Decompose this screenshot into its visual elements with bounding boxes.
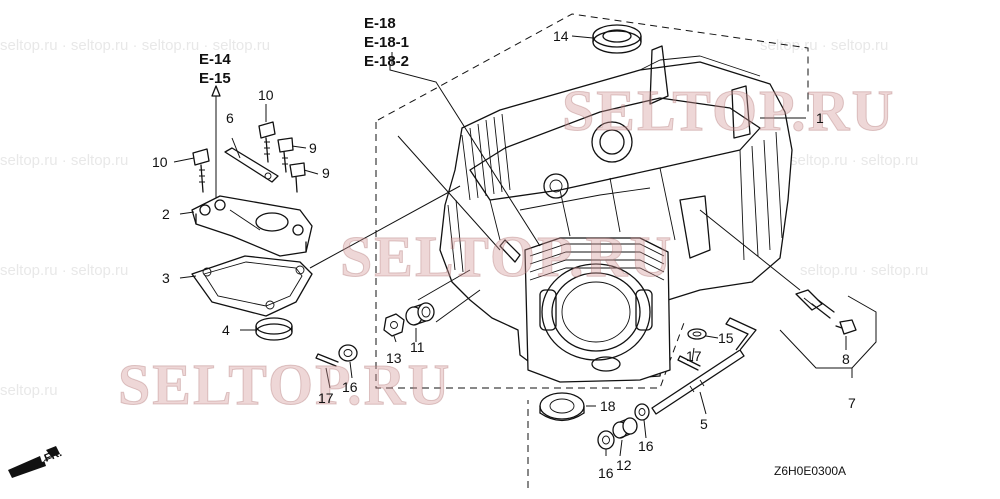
callout-13: 13 bbox=[386, 350, 402, 366]
callout-3: 3 bbox=[162, 270, 170, 286]
collar-12[interactable] bbox=[612, 417, 638, 439]
svg-text:seltop.ru · seltop.ru: seltop.ru · seltop.ru bbox=[790, 152, 918, 169]
svg-text:seltop.ru · seltop.ru: seltop.ru · seltop.ru bbox=[800, 262, 928, 279]
breather-reed-6[interactable] bbox=[224, 147, 279, 183]
assembly-boundary bbox=[375, 13, 809, 389]
callout-8: 8 bbox=[842, 351, 850, 367]
watermark-top: SELTOP.RU bbox=[562, 78, 895, 143]
cylinder-block[interactable] bbox=[439, 45, 793, 383]
nut-13[interactable] bbox=[383, 313, 405, 337]
callout-4: 4 bbox=[222, 322, 230, 338]
svg-text:seltop.ru: seltop.ru bbox=[0, 382, 58, 399]
flange-bolt-10-upper[interactable] bbox=[258, 121, 276, 163]
oil-seal-14[interactable] bbox=[592, 24, 642, 54]
callout-16-left: 16 bbox=[342, 379, 358, 395]
clip-17-right[interactable] bbox=[677, 355, 701, 371]
callout-6: 6 bbox=[226, 110, 234, 126]
callout-16-bottom: 16 bbox=[598, 465, 614, 481]
svg-text:seltop.ru · seltop.ru: seltop.ru · seltop.ru bbox=[760, 37, 888, 54]
flange-bolt-10-left[interactable] bbox=[192, 148, 210, 193]
svg-text:seltop.ru · seltop.ru · seltop: seltop.ru · seltop.ru · seltop.ru · selt… bbox=[0, 37, 270, 54]
front-label: FR. bbox=[43, 447, 64, 465]
callout-14: 14 bbox=[553, 28, 569, 44]
callout-9-a: 9 bbox=[309, 140, 317, 156]
ref-e18-1: E-18-1 bbox=[364, 34, 409, 51]
callout-17-left: 17 bbox=[318, 390, 334, 406]
callout-16-right: 16 bbox=[638, 438, 654, 454]
oil-level-switch-7[interactable] bbox=[795, 289, 835, 319]
flange-bolt-9-b[interactable] bbox=[289, 162, 306, 193]
washer-16-left[interactable] bbox=[338, 344, 358, 362]
callout-10-left: 10 bbox=[152, 154, 168, 170]
ref-e15: E-15 bbox=[199, 70, 231, 87]
bracket-7 bbox=[779, 295, 877, 369]
callout-11: 11 bbox=[410, 339, 425, 355]
background-watermark-strips: seltop.ru · seltop.ru · seltop.ru · selt… bbox=[0, 37, 928, 399]
callout-2: 2 bbox=[162, 206, 170, 222]
callout-7: 7 bbox=[848, 395, 856, 411]
leader-lines bbox=[173, 35, 853, 457]
callout-18: 18 bbox=[600, 398, 616, 414]
front-direction-arrow-icon bbox=[8, 446, 60, 478]
collar-11[interactable] bbox=[405, 302, 435, 326]
plug-cap-4[interactable] bbox=[255, 317, 293, 341]
ref-e18: E-18 bbox=[364, 15, 396, 32]
watermark-bottom: SELTOP.RU bbox=[118, 352, 451, 417]
breather-cover-2[interactable] bbox=[191, 195, 313, 257]
ref-e18-2: E-18-2 bbox=[364, 53, 409, 70]
callout-9-b: 9 bbox=[322, 165, 330, 181]
clip-17-left[interactable] bbox=[315, 353, 339, 367]
callout-17-right: 17 bbox=[686, 348, 702, 364]
flange-bolt-9-a[interactable] bbox=[277, 137, 294, 173]
breather-gasket-3[interactable] bbox=[191, 255, 313, 317]
governor-shaft-5[interactable] bbox=[651, 317, 757, 415]
bolt-8[interactable] bbox=[835, 319, 857, 335]
diagram-code: Z6H0E0300A bbox=[774, 464, 846, 478]
washer-16-right[interactable] bbox=[634, 403, 650, 421]
svg-text:seltop.ru · seltop.ru: seltop.ru · seltop.ru bbox=[0, 152, 128, 169]
watermark-middle: SELTOP.RU bbox=[340, 224, 673, 289]
washer-15[interactable] bbox=[687, 328, 707, 340]
callout-10-upper: 10 bbox=[258, 87, 274, 103]
ball-bearing-18[interactable] bbox=[539, 392, 585, 422]
callout-12: 12 bbox=[616, 457, 632, 473]
ref-e14: E-14 bbox=[199, 51, 231, 68]
callout-1: 1 bbox=[816, 110, 824, 126]
callout-15: 15 bbox=[718, 330, 734, 346]
callout-5: 5 bbox=[700, 416, 708, 432]
svg-text:seltop.ru · seltop.ru: seltop.ru · seltop.ru bbox=[0, 262, 128, 279]
washer-16-bottom[interactable] bbox=[597, 430, 615, 450]
